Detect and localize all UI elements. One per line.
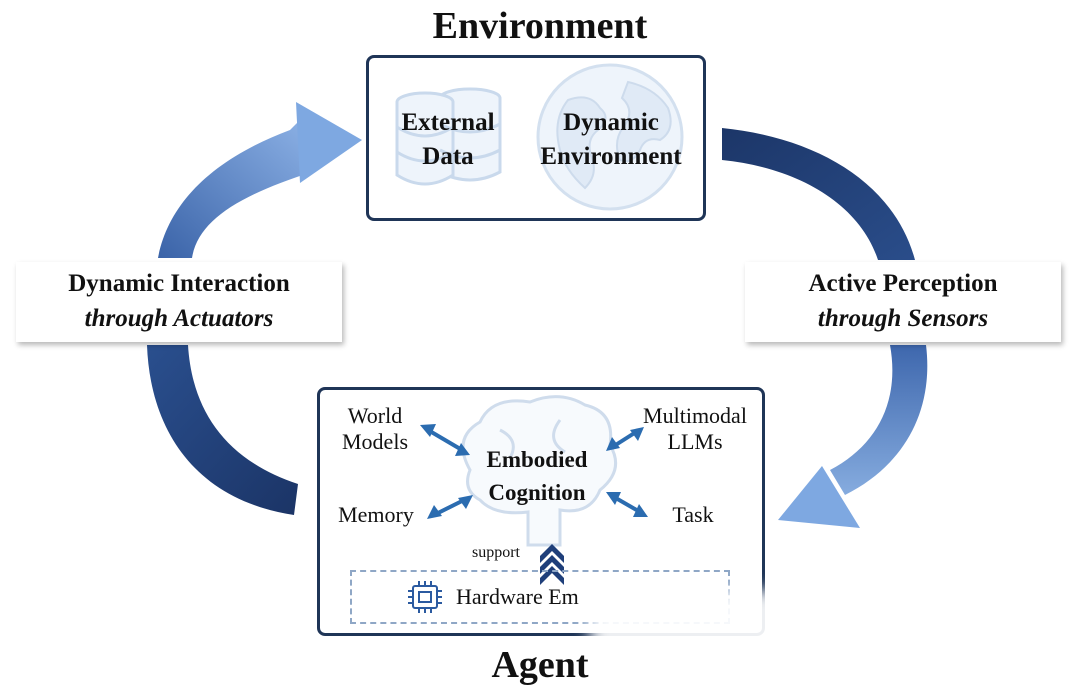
world-models-label: World Models: [330, 403, 420, 455]
memory-label: Memory: [338, 502, 414, 527]
embodied-cognition-line1: Embodied: [486, 447, 588, 472]
dynamic-environment-line1: Dynamic: [563, 109, 659, 136]
environment-title: Environment: [432, 5, 648, 47]
external-data-label: External Data: [388, 106, 508, 174]
globe-icon: [536, 63, 684, 211]
world-models-line1: World: [347, 403, 403, 428]
hardware-embodiment-label: Hardware Em: [456, 584, 579, 609]
dynamic-environment-label: Dynamic Environment: [525, 106, 697, 174]
chip-icon: [408, 581, 442, 613]
arrowhead-bottom-right: [778, 466, 860, 528]
environment-box: [366, 55, 706, 221]
agent-box: [317, 387, 765, 636]
support-chevron-icon: [540, 544, 564, 585]
world-models-line2: Models: [342, 429, 408, 454]
multimodal-llms-label: Multimodal LLMs: [630, 403, 760, 455]
task-label: Task: [672, 502, 714, 527]
embodied-cognition-line2: Cognition: [488, 480, 586, 505]
external-data-line1: External: [401, 109, 495, 136]
database-icon: [395, 87, 502, 186]
active-perception-line1: Active Perception: [808, 270, 998, 297]
active-perception-panel: Active Perception through Sensors: [745, 262, 1061, 342]
arc-top-left: [158, 120, 312, 258]
dynamic-interaction-line2: through Actuators: [84, 305, 274, 332]
dynamic-interaction-line1: Dynamic Interaction: [68, 270, 290, 297]
arc-bottom-right: [830, 345, 928, 495]
external-data-line2: Data: [422, 143, 474, 170]
multimodal-llms-line2: LLMs: [667, 429, 723, 454]
arc-bottom-left: [147, 345, 298, 515]
active-perception-line2: through Sensors: [817, 305, 989, 332]
dynamic-environment-line2: Environment: [540, 143, 682, 170]
arrow-world-models: [420, 424, 470, 456]
dynamic-interaction-panel: Dynamic Interaction through Actuators: [16, 262, 342, 342]
bidir-arrows: [420, 424, 648, 519]
arc-top-right: [722, 128, 915, 260]
support-label: support: [472, 544, 520, 561]
arrow-memory: [427, 495, 473, 519]
arrow-multimodal: [606, 427, 644, 451]
agent-title: Agent: [491, 644, 589, 686]
embodied-cognition-label: Embodied Cognition: [462, 443, 612, 509]
arrowhead-top-left: [296, 102, 362, 183]
arrow-task: [606, 492, 648, 517]
watermark-smudge: [590, 590, 810, 660]
multimodal-llms-line1: Multimodal: [643, 403, 747, 428]
